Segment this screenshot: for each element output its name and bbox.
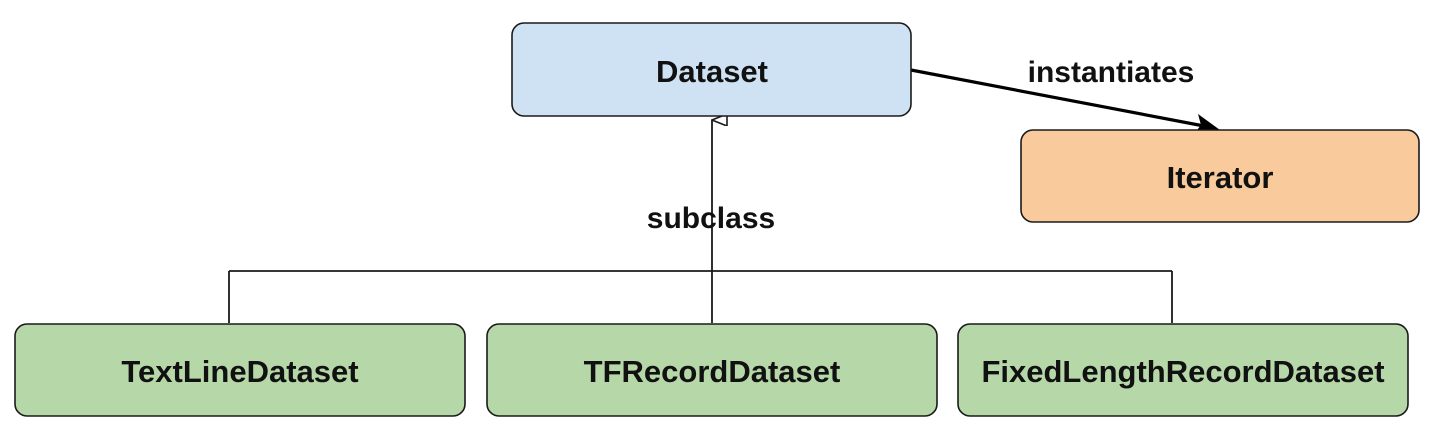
fixedlength-record-dataset-box xyxy=(957,323,1409,417)
instantiates-line xyxy=(910,68,1205,128)
dataset-label: Dataset xyxy=(656,54,768,89)
subclass-label: subclass xyxy=(647,202,775,235)
textline-dataset-box xyxy=(14,323,466,417)
fixedlength-record-dataset-node[interactable]: FixedLengthRecordDataset xyxy=(957,323,1409,417)
tfrecord-dataset-node[interactable]: TFRecordDataset xyxy=(486,323,938,417)
subclass-connector xyxy=(228,120,1173,323)
iterator-node[interactable]: Iterator xyxy=(1020,129,1420,223)
iterator-label: Iterator xyxy=(1167,160,1274,195)
instantiates-label: instantiates xyxy=(1028,56,1195,89)
dataset-box xyxy=(511,22,912,117)
instantiates-arrow xyxy=(910,68,1220,134)
fixedlength-record-dataset-label: FixedLengthRecordDataset xyxy=(981,354,1384,389)
textline-dataset-node[interactable]: TextLineDataset xyxy=(14,323,466,417)
iterator-box xyxy=(1020,129,1420,223)
textline-dataset-label: TextLineDataset xyxy=(121,354,358,389)
dataset-node[interactable]: Dataset xyxy=(511,22,912,117)
instantiates-arrowhead xyxy=(1194,114,1220,134)
tfrecord-dataset-box xyxy=(486,323,938,417)
tfrecord-dataset-label: TFRecordDataset xyxy=(584,354,841,389)
